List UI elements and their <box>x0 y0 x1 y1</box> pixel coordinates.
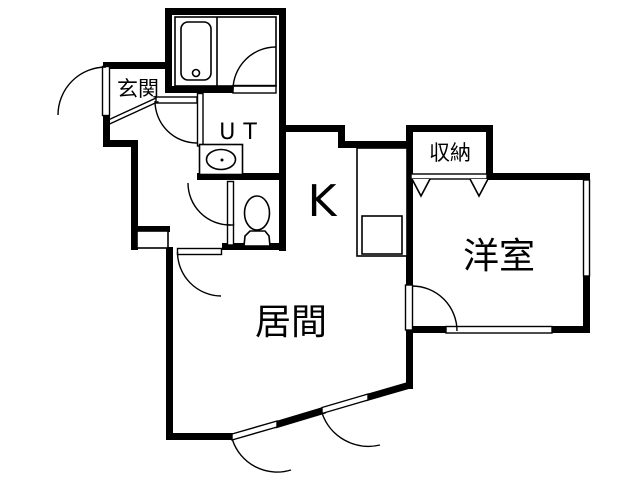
window-south <box>445 325 553 334</box>
washbasin-faucet <box>220 158 224 162</box>
balcony-door-1-swing-arc <box>231 439 292 473</box>
genkan-step-line-1 <box>105 97 157 122</box>
bathroom-wall-left <box>165 8 172 93</box>
balcony-door-2-swing-arc <box>321 412 381 448</box>
storage-wall-right <box>486 125 493 180</box>
balcony-door-2 <box>321 393 381 448</box>
storage-wall-top <box>406 125 493 132</box>
balcony-door-2-leaf <box>321 393 369 415</box>
kitchen-wall-top-lower <box>338 141 413 148</box>
living-wall-slant-2 <box>364 381 411 402</box>
western-door-swing-arc <box>411 285 458 332</box>
toilet-door-swing-arc <box>187 182 231 226</box>
ut-label: UT <box>219 120 265 145</box>
bathroom-door-swing-arc <box>232 46 277 91</box>
hall-door-leaf <box>155 96 198 104</box>
kitchen-unit <box>356 147 408 257</box>
storage-wall-left <box>406 125 413 180</box>
ut-wall-bottom <box>197 173 286 180</box>
entrance-door <box>57 65 111 117</box>
living-label: 居間 <box>255 302 327 343</box>
western-wall-bottom-left <box>406 326 446 333</box>
hall-cabinet <box>136 230 169 249</box>
washbasin-unit <box>198 143 244 176</box>
window-east <box>582 179 591 277</box>
toilet-unit <box>243 195 271 247</box>
living-wall-slant-1 <box>273 406 327 429</box>
toilet-icon <box>243 195 271 231</box>
bathtub-drain <box>191 68 201 78</box>
entrance-door-swing-arc <box>57 66 107 116</box>
genkan-label: 玄関 <box>117 77 159 101</box>
western-wall-left-upper <box>406 143 413 286</box>
western-door <box>404 284 458 332</box>
living-door-leaf <box>176 247 223 256</box>
room-labels: 玄関 UT K 収納 洋室 居間 <box>117 77 535 343</box>
hall-closet-wall <box>134 226 170 232</box>
toilet-door <box>187 180 235 226</box>
kitchen-wall-step <box>338 125 345 148</box>
toilet-wall-left-lower <box>226 223 235 246</box>
bathroom-wall-bottom <box>165 86 233 93</box>
genkan-wall-top <box>103 62 172 69</box>
storage-folding-doors <box>411 178 489 198</box>
hall-door-swing-arc <box>154 100 198 144</box>
balcony-door-1-leaf <box>231 420 278 441</box>
hall-wall-top <box>103 140 138 147</box>
bathtub-icon <box>180 21 212 81</box>
windows <box>410 173 591 334</box>
western-wall-bottom-right <box>552 326 590 333</box>
living-door <box>176 247 223 297</box>
bifold-door-icon-1 <box>411 178 431 198</box>
bathroom-unit <box>174 16 277 87</box>
kitchen-label: K <box>308 176 338 227</box>
storage-opening-track <box>410 173 488 180</box>
walls <box>103 8 590 440</box>
toilet-door-leaf <box>226 180 235 226</box>
genkan-step-line-2 <box>108 100 159 126</box>
living-wall-bottom <box>166 433 233 440</box>
bifold-door-icon-2 <box>469 178 489 198</box>
western-wall-left-lower <box>406 329 413 389</box>
hall-door <box>154 96 198 144</box>
bathroom-wall-top <box>165 8 286 15</box>
entrance-door-leaf <box>101 65 111 117</box>
storage-label: 収納 <box>429 141 471 165</box>
genkan-wall-left-lower <box>103 112 110 147</box>
western-wall-top <box>486 173 590 180</box>
western-wall-right-lower <box>583 275 590 333</box>
living-door-swing-arc <box>176 251 222 297</box>
bath-unit-outline <box>174 16 277 87</box>
toilet-tank <box>243 230 271 247</box>
ut-wall-left <box>196 92 204 147</box>
balcony-door-1 <box>231 420 292 473</box>
western-label: 洋室 <box>463 236 535 277</box>
hall-wall-left <box>131 140 138 250</box>
living-wall-left <box>166 247 173 440</box>
genkan-step <box>105 97 159 126</box>
western-door-leaf <box>404 284 414 331</box>
western-wall-right-stub <box>583 173 590 183</box>
kitchen-wall-top-upper <box>279 125 345 132</box>
kitchen-sink-icon <box>361 215 403 255</box>
